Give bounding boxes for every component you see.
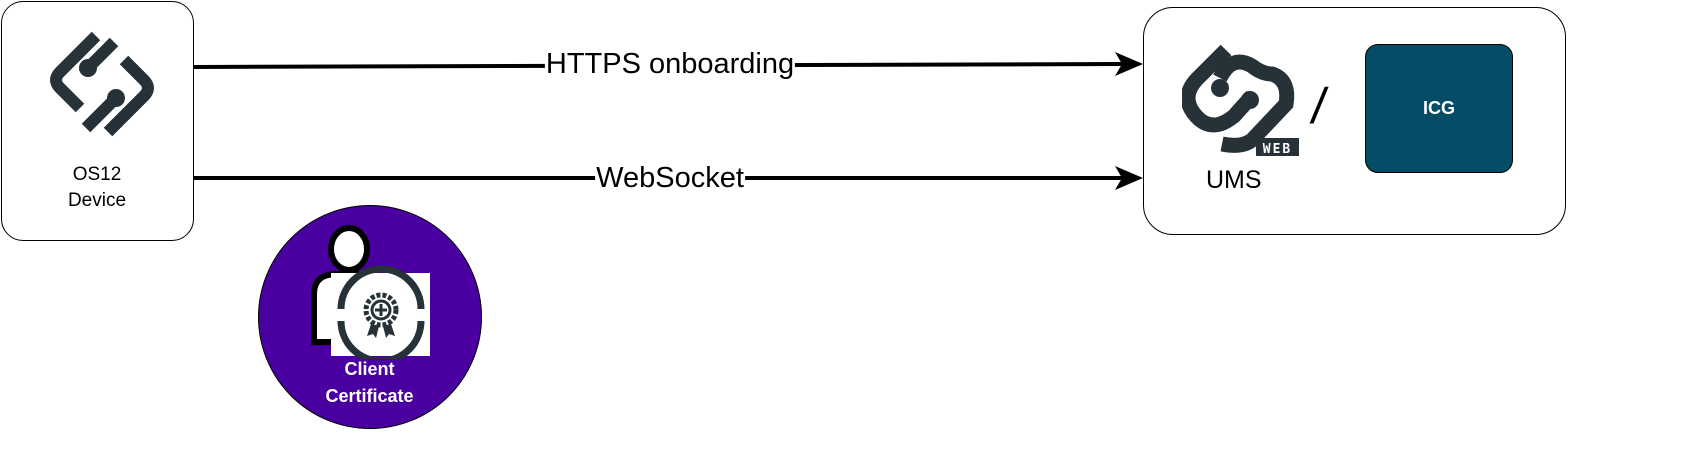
separator-slash: / xyxy=(1308,78,1330,134)
client-certificate-node[interactable]: Client Certificate xyxy=(258,205,482,429)
user-certificate-icon xyxy=(311,225,430,359)
websocket-label: WebSocket xyxy=(595,162,745,194)
icg-label: ICG xyxy=(1422,98,1455,118)
device-label-line1: OS12 xyxy=(72,164,122,185)
device-label-line2: Device xyxy=(67,190,127,211)
https-onboarding-label: HTTPS onboarding xyxy=(544,48,796,80)
os12-logo-icon xyxy=(50,31,154,137)
certificate-label-line2: Certificate xyxy=(325,386,414,406)
certificate-label-line1: Client xyxy=(344,359,395,379)
ums-node[interactable]: WEB / UMS ICG xyxy=(1143,7,1566,235)
web-tag: WEB xyxy=(1263,142,1292,156)
ums-web-logo-icon: WEB xyxy=(1182,44,1299,156)
ums-label: UMS xyxy=(1206,166,1262,194)
icg-node[interactable]: ICG xyxy=(1365,44,1513,173)
os12-device-node[interactable]: OS12 Device xyxy=(1,1,194,241)
